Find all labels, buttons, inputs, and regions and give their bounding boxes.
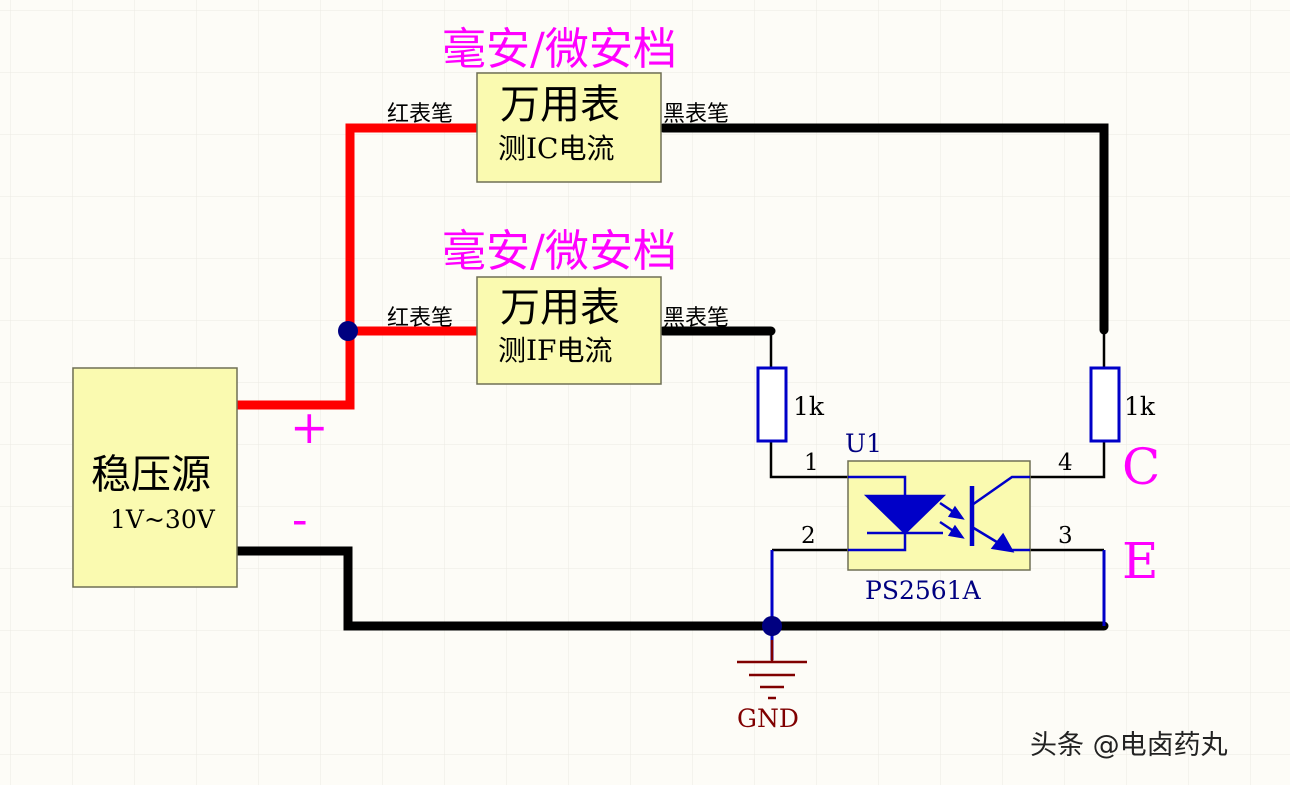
negative-terminal-label: - [292, 492, 308, 546]
junction-ground [762, 616, 782, 636]
power-supply-title: 稳压源 [91, 452, 211, 498]
pin-4-label: 4 [1058, 450, 1073, 476]
meter-bottom-red-probe: 红表笔 [387, 306, 453, 331]
phototransistor-symbol [969, 475, 1030, 553]
power-supply-range: 1V~30V [110, 505, 216, 534]
ground-label: GND [737, 704, 799, 733]
optocoupler-body [847, 460, 1031, 571]
transistor-emitter-arrow [990, 532, 1015, 553]
meter-bottom-title: 万用表 [500, 285, 620, 331]
meter-bottom-subtitle: 测IF电流 [498, 334, 613, 367]
led-triangle [863, 494, 947, 535]
black-wires [231, 123, 1109, 631]
meter-top-red-probe: 红表笔 [387, 102, 453, 127]
led-lead-cathode [848, 533, 907, 552]
meter-top-box [476, 72, 662, 183]
meter-bottom-box [476, 276, 662, 385]
watermark: 头条 @电卤药丸 [1030, 730, 1228, 761]
meter-bottom-range-label: 毫安/微安档 [442, 226, 677, 277]
resistor-right [1089, 366, 1121, 443]
meter-top-subtitle: 测IC电流 [498, 132, 615, 165]
light-arrows-icon [939, 501, 965, 539]
resistor-right-value: 1k [1124, 392, 1156, 421]
meter-top-range-label: 毫安/微安档 [442, 24, 677, 75]
collector-label: C [1122, 438, 1160, 496]
power-supply: 稳压源 1V~30V + - [72, 367, 329, 588]
junction-red [338, 321, 358, 341]
lead-pin1 [769, 441, 848, 479]
optocoupler-designator: U1 [845, 429, 882, 458]
resistor-left [756, 366, 788, 443]
led-lead-anode [848, 475, 907, 496]
led-symbol [848, 475, 947, 552]
meter-top-black-probe: 黑表笔 [663, 102, 729, 127]
pin-2-label: 2 [801, 523, 816, 549]
meter-top-title: 万用表 [500, 82, 620, 128]
optocoupler-part: PS2561A [865, 576, 982, 605]
ground-symbol-icon [737, 640, 807, 700]
red-wires [231, 123, 480, 410]
power-supply-box [72, 367, 238, 588]
resistor-left-value: 1k [793, 392, 825, 421]
black-wire-top-meter [658, 123, 1109, 335]
emitter-label: E [1122, 532, 1159, 590]
red-wire-top-meter [231, 123, 480, 410]
meter-top: 毫安/微安档 万用表 测IC电流 红表笔 黑表笔 [387, 24, 729, 183]
pin-3-label: 3 [1058, 523, 1073, 549]
pin-1-label: 1 [804, 450, 819, 476]
transistor-collector [971, 475, 1030, 507]
thin-leads [769, 330, 1106, 552]
meter-bottom-black-probe: 黑表笔 [663, 306, 729, 331]
lead-pin4 [1030, 441, 1106, 479]
positive-terminal-label: + [290, 400, 329, 454]
meter-bottom: 毫安/微安档 万用表 测IF电流 红表笔 黑表笔 [387, 226, 729, 385]
black-wire-negative [231, 546, 1109, 631]
